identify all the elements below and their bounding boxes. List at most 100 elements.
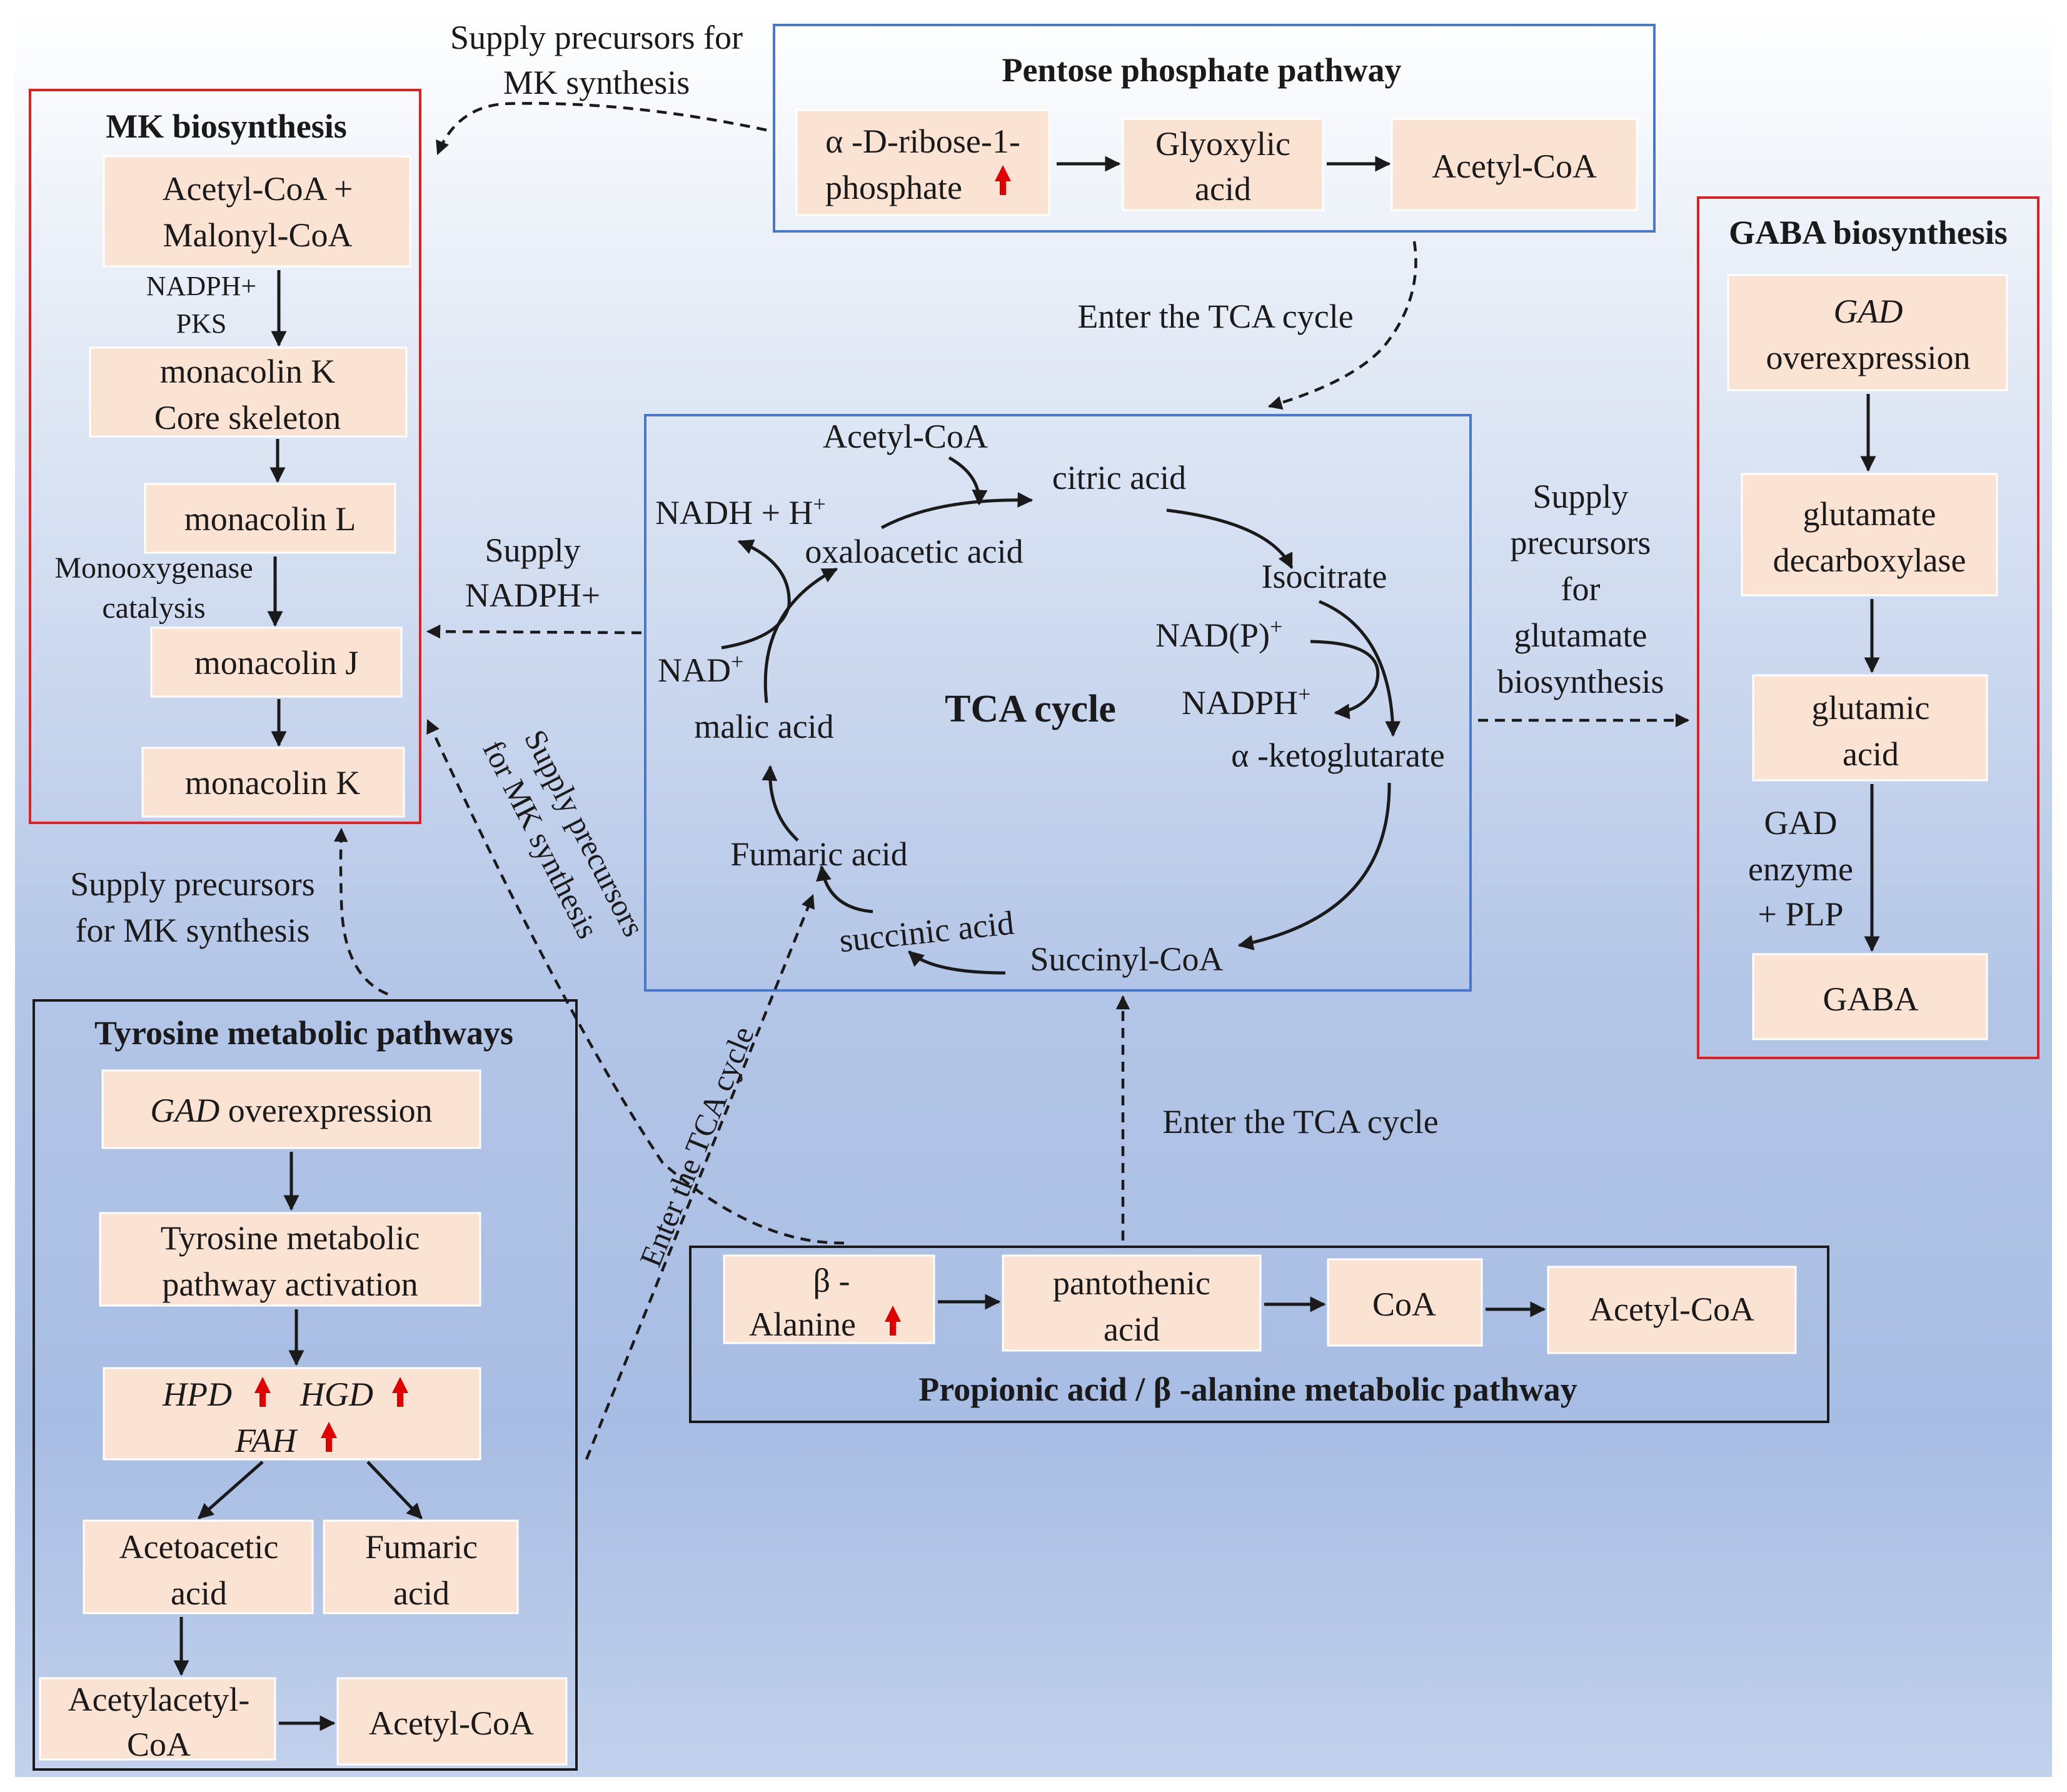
mk-enzyme-line1: NADPH+ xyxy=(146,271,256,301)
pentose-acetyl-coa: Acetyl-CoA xyxy=(1432,148,1597,185)
pentose-pathway-frame xyxy=(773,24,1656,233)
gaba-gad-line1: GAD xyxy=(1834,293,1903,330)
tyrosine-acetoacetic-line2: acid xyxy=(171,1574,227,1612)
tca-oxaloacetic-acid: oxaloacetic acid xyxy=(805,533,1023,570)
gradient-background xyxy=(15,15,2052,1777)
solid-arrows xyxy=(173,156,1880,1731)
tca-nadph: NADPH+ xyxy=(1182,682,1310,722)
tca-nadh: NADH + H+ xyxy=(655,491,826,531)
gaba-enzyme-line3: + PLP xyxy=(1758,895,1843,933)
tyrosine-acetylacetyl-line2: CoA xyxy=(127,1726,191,1763)
tyrosine-fumaric-line2: acid xyxy=(393,1574,450,1612)
propionic-acetyl-coa: Acetyl-CoA xyxy=(1589,1291,1754,1328)
node-boxes xyxy=(39,109,2008,1766)
arrow-tyr-3 xyxy=(198,1461,264,1519)
label-supply-glutamate-line2: precursors xyxy=(1511,524,1651,561)
tyrosine-title: Tyrosine metabolic pathways xyxy=(94,1014,513,1052)
dashed-pentose-to-mk xyxy=(436,102,767,156)
glyoxylic-acid-node xyxy=(1122,118,1324,211)
glutamate-decarboxylase-node xyxy=(1741,473,1998,596)
tyrosine-acetyl-coa: Acetyl-CoA xyxy=(369,1704,534,1742)
tca-arrow-nad-to-nadh xyxy=(721,539,791,650)
propionic-alanine-line1: β - xyxy=(813,1262,850,1299)
gaba-node xyxy=(1752,953,1988,1040)
tca-arrow-nadp-to-nadph xyxy=(1310,640,1380,720)
acetoacetic-acid-node xyxy=(83,1519,314,1614)
tyrosine-fah: FAH xyxy=(234,1422,298,1459)
mk-mono-line1: Monooxygenase xyxy=(54,551,253,585)
mk-title: MK biosynthesis xyxy=(106,108,347,145)
monacolin-l-node xyxy=(144,483,396,554)
tca-citric-acid: citric acid xyxy=(1052,459,1186,496)
red-up-arrow-icon xyxy=(392,1377,408,1407)
tyrosine-activation-node xyxy=(99,1212,481,1307)
diagram-text: Pentose phosphate pathway α -D-ribose-1-… xyxy=(54,19,2007,1763)
tca-isocitrate: Isocitrate xyxy=(1262,558,1387,595)
label-supply-nadph-line1: Supply xyxy=(485,531,580,569)
tca-arrow-acetyl-to-citric xyxy=(948,456,988,506)
dashed-propionic-to-mk xyxy=(426,718,845,1245)
gad-overexpression-node xyxy=(1727,274,2008,391)
tyrosine-hgd: HGD xyxy=(299,1376,373,1413)
dashed-tyrosine-to-mk xyxy=(334,827,388,996)
gaba-gad-line2: overexpression xyxy=(1766,339,1971,376)
up-arrows xyxy=(254,165,1011,1452)
tca-arrow-ketoglutarate-to-succinyl xyxy=(1237,782,1391,950)
ribose-phosphate-node xyxy=(795,109,1050,216)
label-supply-mk-left-line2: for MK synthesis xyxy=(76,912,310,949)
gaba-decarb-line1: glutamate xyxy=(1803,495,1936,533)
tca-arrow-succinic-to-fumaric xyxy=(816,865,873,914)
label-enter-tca-bottom: Enter the TCA cycle xyxy=(1162,1103,1438,1140)
pentose-acetyl-coa-node xyxy=(1391,118,1638,211)
glutamic-acid-node xyxy=(1752,674,1988,782)
tca-arrow-citric-to-isocitrate xyxy=(1166,508,1294,570)
tyrosine-gad: GAD overexpression xyxy=(150,1092,432,1129)
pantothenic-acid-node xyxy=(1002,1254,1262,1352)
tyrosine-gad-node xyxy=(101,1069,481,1149)
label-supply-mk-top-line2: MK synthesis xyxy=(503,64,690,101)
label-supply-glutamate-line1: Supply xyxy=(1532,478,1628,515)
tca-nadp: NAD(P)+ xyxy=(1155,614,1282,654)
gaba-glutamic-line1: glutamic xyxy=(1812,689,1930,727)
tca-arrow-malic-to-oxaloacetic xyxy=(763,567,838,703)
tca-succinyl-coa: Succinyl-CoA xyxy=(1030,940,1224,978)
acetyl-malonyl-node xyxy=(103,155,411,268)
red-up-arrow-icon xyxy=(321,1422,337,1452)
monacolin-k-label: monacolin K xyxy=(185,764,360,802)
tca-arrow-fumaric-to-malic xyxy=(762,765,799,842)
tca-fumaric-acid: Fumaric acid xyxy=(730,835,907,873)
tyrosine-acetyl-coa-node xyxy=(336,1677,568,1766)
label-supply-glutamate-line5: biosynthesis xyxy=(1497,663,1664,700)
mk-biosynthesis-frame xyxy=(29,89,421,824)
mk-acetyl-line1: Acetyl-CoA + xyxy=(163,170,353,208)
mk-core-line2: Core skeleton xyxy=(154,399,341,436)
mk-enzyme-line2: PKS xyxy=(176,308,227,339)
propionic-alanine-line2: Alanine xyxy=(749,1306,856,1343)
propionic-coa: CoA xyxy=(1372,1286,1436,1323)
dashed-pentose-to-tca xyxy=(1267,241,1417,410)
label-supply-mk-left-line1: Supply precursors xyxy=(70,865,314,903)
monacolin-j-label: monacolin J xyxy=(194,644,358,682)
mk-core-line1: monacolin K xyxy=(160,353,335,390)
propionic-pathway-frame xyxy=(689,1246,1829,1423)
tyrosine-activation-line2: pathway activation xyxy=(162,1266,418,1303)
tca-malic-acid: malic acid xyxy=(694,708,833,745)
tyrosine-acetoacetic-line1: Acetoacetic xyxy=(119,1528,279,1566)
red-up-arrow-icon xyxy=(885,1306,901,1336)
tca-nad: NAD+ xyxy=(658,649,743,689)
tyrosine-activation-line1: Tyrosine metabolic xyxy=(161,1219,420,1257)
label-supply-nadph-line2: NADPH+ xyxy=(465,576,600,614)
tyrosine-fumaric-line1: Fumaric xyxy=(365,1528,478,1566)
dashed-arrows xyxy=(334,102,1690,1460)
tca-arrow-isocitrate-to-ketoglutarate xyxy=(1319,600,1401,737)
label-supply-mk-top-line1: Supply precursors for xyxy=(450,19,743,56)
monacolin-l-label: monacolin L xyxy=(184,500,356,538)
beta-alanine-node xyxy=(723,1254,935,1344)
propionic-acetyl-coa-node xyxy=(1547,1266,1797,1354)
tyrosine-pathway-frame xyxy=(33,999,578,1771)
tyrosine-acetylacetyl-line1: Acetylacetyl- xyxy=(68,1681,250,1718)
gaba-title: GABA biosynthesis xyxy=(1729,214,2008,251)
tca-title: TCA cycle xyxy=(945,688,1116,730)
label-supply-glutamate-line4: glutamate xyxy=(1514,617,1647,654)
